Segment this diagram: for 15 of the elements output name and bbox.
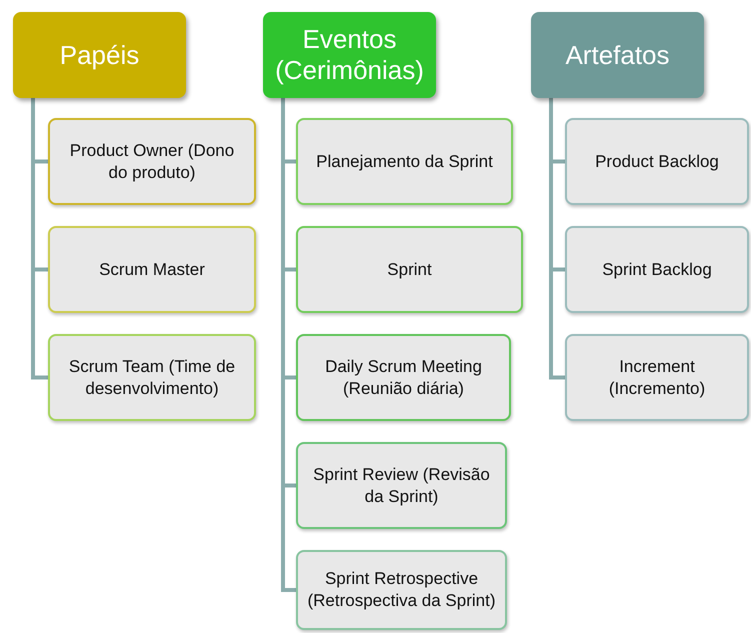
connector-line bbox=[281, 98, 296, 592]
item-box: Product Backlog bbox=[565, 118, 749, 205]
category-header: Eventos (Cerimônias) bbox=[263, 12, 436, 98]
item-box: Scrum Team (Time de desenvolvimento) bbox=[48, 334, 256, 421]
item-box: Sprint Backlog bbox=[565, 226, 749, 313]
item-box: Sprint Review (Revisão da Sprint) bbox=[296, 442, 507, 529]
category-header: Papéis bbox=[13, 12, 186, 98]
item-box: Increment (Incremento) bbox=[565, 334, 749, 421]
item-box: Planejamento da Sprint bbox=[296, 118, 513, 205]
item-box: Scrum Master bbox=[48, 226, 256, 313]
item-box: Sprint bbox=[296, 226, 523, 313]
item-box: Sprint Retrospective (Retrospectiva da Sprint) bbox=[296, 550, 507, 630]
item-box: Product Owner (Dono do produto) bbox=[48, 118, 256, 205]
category-header: Artefatos bbox=[531, 12, 704, 98]
item-box: Daily Scrum Meeting (Reunião diária) bbox=[296, 334, 511, 421]
